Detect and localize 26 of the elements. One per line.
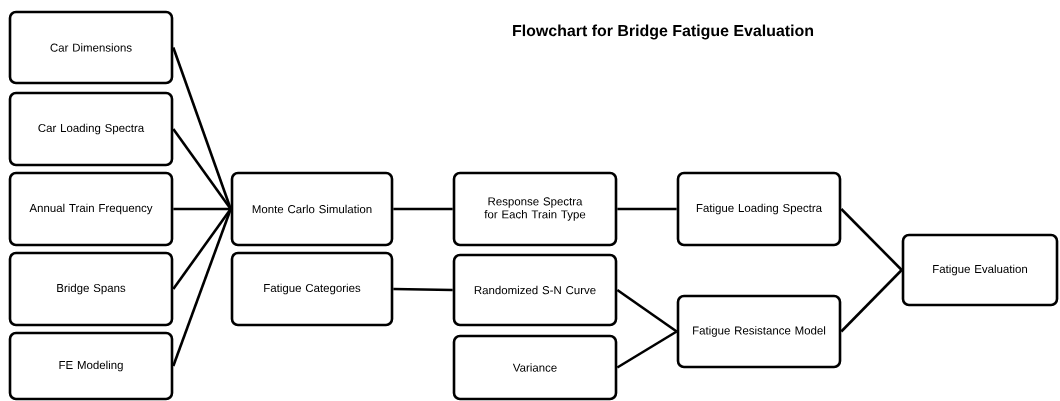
- process-box: Annual Train Frequency: [8, 171, 174, 247]
- process-box: Fatigue Loading Spectra: [676, 171, 842, 247]
- connector-line: [616, 330, 678, 369]
- connector-line: [617, 207, 677, 211]
- connector-line: [840, 269, 903, 333]
- process-box: Monte Carlo Simulation: [230, 171, 394, 247]
- connector-line: [393, 287, 453, 292]
- process-box: Fatigue Evaluation: [901, 233, 1059, 307]
- process-box: Fatigue Categories: [230, 251, 394, 327]
- process-box: Response Spectra for Each Train Type: [452, 171, 618, 247]
- process-box: Bridge Spans: [8, 251, 174, 327]
- connector-line: [172, 128, 232, 210]
- process-box: Randomized S-N Curve: [452, 253, 618, 327]
- connector-line: [393, 207, 453, 211]
- process-box: Variance: [452, 334, 618, 401]
- connector-line: [172, 208, 232, 367]
- process-box: FE Modeling: [8, 331, 174, 401]
- process-box: Fatigue Resistance Model: [676, 294, 842, 369]
- process-box: Car Dimensions: [8, 10, 174, 85]
- title: Flowchart for Bridge Fatigue Evaluation: [513, 24, 814, 40]
- connector-line: [840, 208, 903, 271]
- process-box: Car Loading Spectra: [8, 91, 174, 167]
- connector-line: [616, 288, 678, 333]
- connector-line: [172, 208, 232, 290]
- connector-line: [173, 207, 231, 211]
- connector-line: [172, 47, 232, 210]
